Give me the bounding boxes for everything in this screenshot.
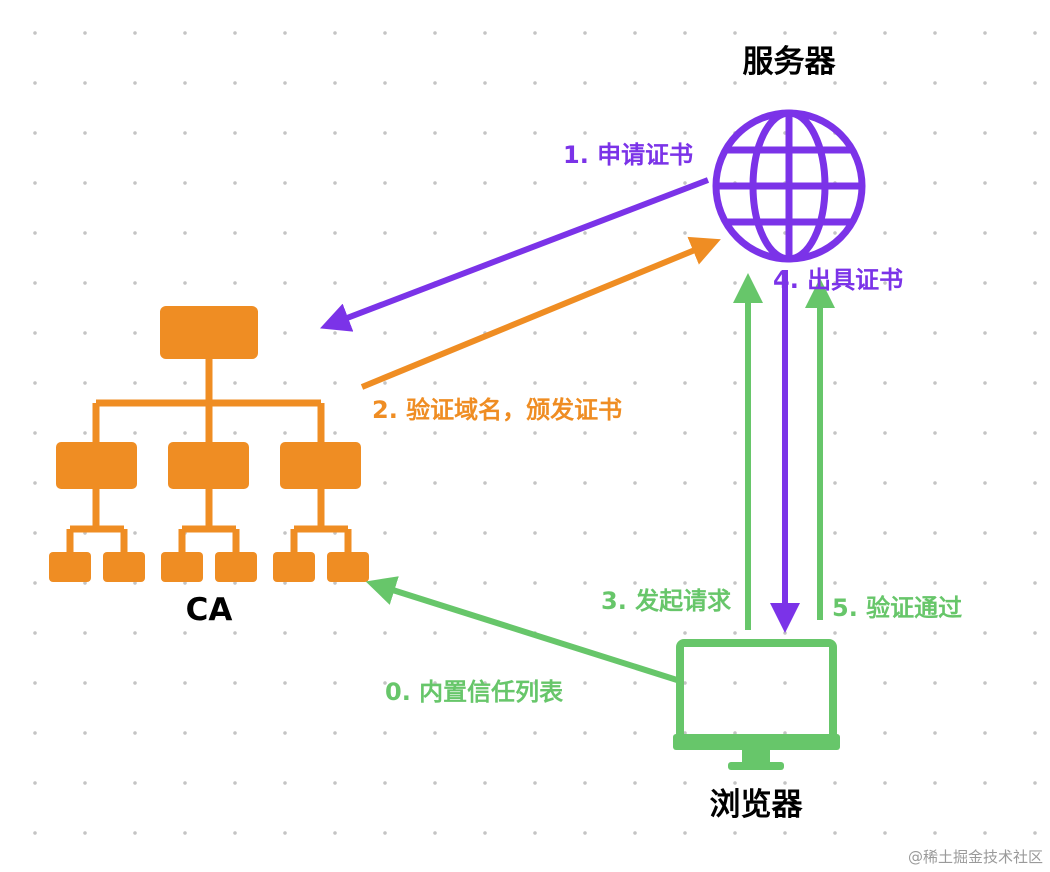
step4-label: 4. 出具证书 xyxy=(773,266,903,294)
step5-label: 5. 验证通过 xyxy=(832,594,962,622)
arrow-step0 xyxy=(365,576,678,683)
arrow-step1 xyxy=(319,177,710,332)
arrow-step2 xyxy=(360,236,721,390)
browser-label: 浏览器 xyxy=(710,787,804,823)
server-label: 服务器 xyxy=(743,44,837,80)
watermark: @稀土掘金技术社区 xyxy=(908,848,1043,866)
hierarchy-icon xyxy=(49,306,369,582)
step3-label: 3. 发起请求 xyxy=(601,587,731,615)
globe-icon xyxy=(712,109,866,263)
step0-label: 0. 内置信任列表 xyxy=(385,678,564,706)
step1-label: 1. 申请证书 xyxy=(563,141,693,169)
ca-label: CA xyxy=(186,592,233,628)
monitor-icon xyxy=(673,639,840,770)
step2-label: 2. 验证域名，颁发证书 xyxy=(372,396,622,424)
